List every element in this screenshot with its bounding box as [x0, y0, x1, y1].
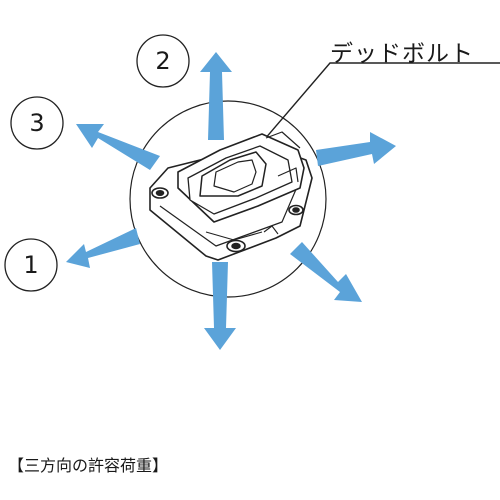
direction-2-circle: [136, 34, 190, 88]
arrow-lower-right: [290, 242, 362, 302]
arrow-right: [316, 132, 396, 166]
arrow-left: [66, 228, 140, 268]
diagram-caption: 【三方向の許容荷重】: [8, 456, 169, 475]
load-arrows: [66, 52, 396, 350]
direction-3-number: 3: [29, 109, 45, 137]
direction-2-number: 2: [155, 47, 171, 75]
direction-1-number: 1: [23, 251, 39, 279]
arrow-upper-left: [76, 124, 160, 170]
callout-leader: [239, 62, 500, 169]
latch-part: [149, 131, 313, 261]
direction-3-circle: [10, 96, 64, 150]
arrow-up: [200, 52, 232, 140]
dead-bolt-label: デッドボルト: [330, 41, 474, 67]
load-circle: [129, 100, 327, 298]
arrow-down: [204, 262, 236, 350]
direction-1-circle: [4, 238, 58, 292]
